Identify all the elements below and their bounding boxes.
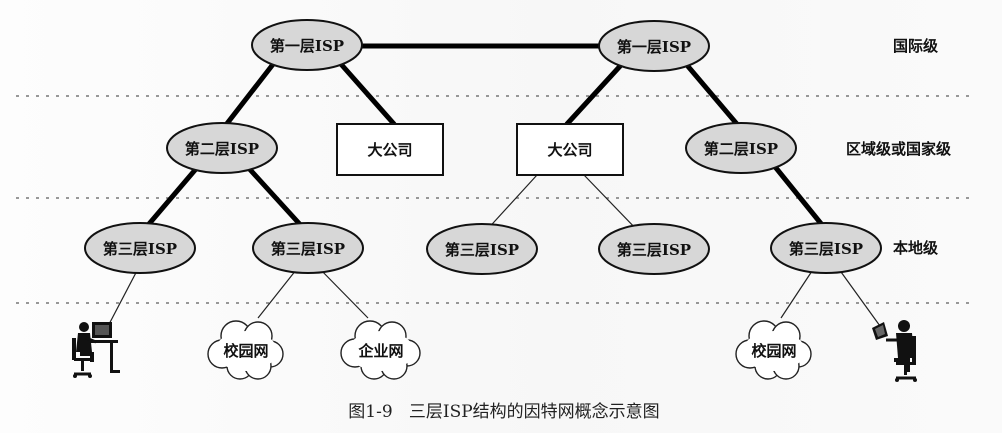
tier3-a-label: 第三层ISP [103, 240, 177, 258]
campus-network-left-cloud: 校园网 [207, 320, 284, 380]
company-left-label: 大公司 [367, 141, 412, 159]
link-tier3-e-user [835, 264, 881, 327]
link-tier3-b-campus [257, 264, 301, 319]
company-right-node: 大公司 [516, 123, 624, 176]
link-tier3-e-campus [780, 264, 817, 319]
tier3-d-label: 第三层ISP [617, 241, 691, 259]
link-tier1-tier2-right [683, 61, 745, 133]
level-label-international: 国际级 [893, 37, 939, 55]
tier3-d-node: 第三层ISP [598, 223, 710, 275]
tier3-c-label: 第三层ISP [445, 241, 519, 259]
link-tier1-tier2-left [219, 60, 277, 133]
tier3-b-label: 第三层ISP [271, 240, 345, 258]
backbone-links [140, 43, 830, 234]
laptop-user-icon [872, 320, 917, 382]
tier1-right-label: 第一层ISP [617, 38, 691, 56]
company-left-node: 大公司 [336, 123, 444, 176]
tier2-right-node: 第二层ISP [685, 122, 797, 174]
company-right-label: 大公司 [547, 141, 592, 159]
computer-user-icon [72, 322, 120, 378]
tier2-left-node: 第二层ISP [166, 122, 278, 174]
link-tier2-tier3-e [769, 160, 830, 234]
tier3-a-node: 第三层ISP [84, 222, 196, 274]
figure-caption: 图1-9 三层ISP结构的因特网概念示意图 [348, 401, 659, 422]
tier1-left-label: 第一层ISP [270, 37, 344, 55]
level-label-local: 本地级 [893, 239, 939, 257]
campus-right-label: 校园网 [751, 342, 796, 360]
link-tier1-company-right [564, 61, 625, 127]
level-label-regional: 区域级或国家级 [846, 140, 952, 158]
link-company-tier3-c [483, 174, 538, 234]
tier3-e-node: 第三层ISP [770, 222, 882, 274]
link-tier2-tier3-b [241, 160, 309, 234]
tier3-e-label: 第三层ISP [789, 240, 863, 258]
tier2-right-label: 第二层ISP [704, 140, 778, 158]
link-company-tier3-d [583, 174, 641, 234]
link-tier1-company-left [337, 60, 397, 127]
tier3-c-node: 第三层ISP [426, 223, 538, 275]
link-tier3-b-enterprise [315, 264, 369, 319]
tier1-left-node: 第一层ISP [251, 19, 363, 71]
campus-left-label: 校园网 [223, 342, 268, 360]
enterprise-label: 企业网 [357, 342, 403, 360]
tier2-left-label: 第二层ISP [185, 140, 259, 158]
enterprise-network-cloud: 企业网 [340, 320, 421, 380]
campus-network-right-cloud: 校园网 [735, 320, 812, 380]
link-tier2-tier3-a [140, 160, 204, 234]
link-tier3-a-user [105, 264, 141, 331]
tier3-b-node: 第三层ISP [252, 222, 364, 274]
access-links [105, 174, 881, 331]
tier1-right-node: 第一层ISP [598, 20, 710, 72]
